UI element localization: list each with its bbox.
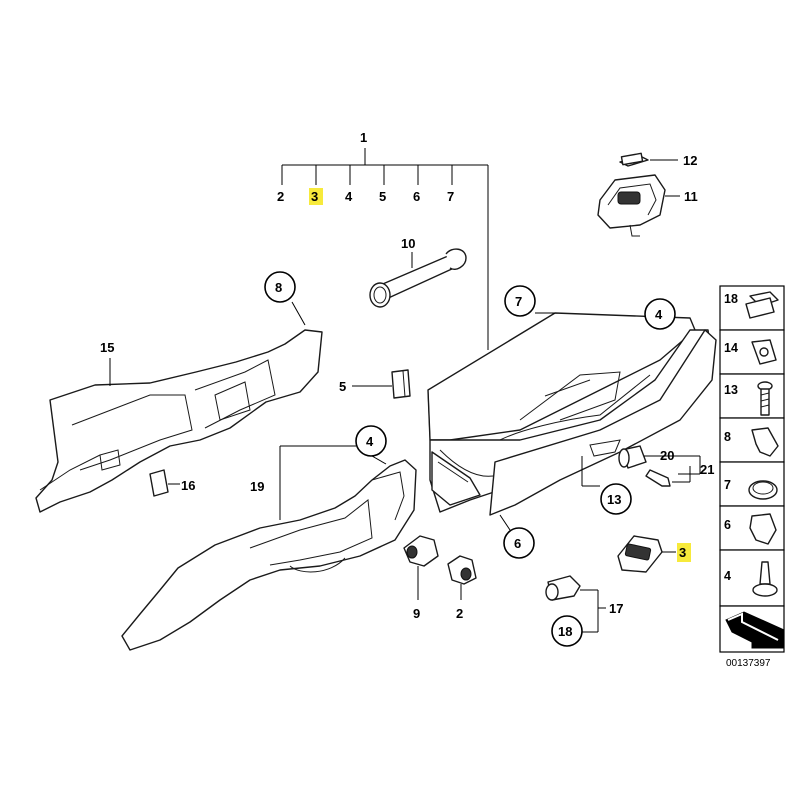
part-12-clip: [619, 152, 678, 167]
callout-circle-18: [551, 615, 583, 647]
label-20: 20: [660, 448, 674, 463]
label-5: 5: [379, 189, 386, 204]
part-5-cap: [352, 369, 411, 399]
arrow-icon: [725, 611, 785, 649]
part-17-bumper: [545, 575, 606, 633]
callout-4a: 4: [366, 434, 374, 449]
label-16: 16: [181, 478, 195, 493]
buffer-icon: [759, 561, 771, 585]
callout-18: 18: [558, 624, 572, 639]
sidebar-item-4: 4: [724, 569, 731, 583]
callout-circle-8: [264, 271, 296, 303]
bracket-icon: [751, 427, 779, 457]
part-19-lower-panel: [121, 445, 417, 651]
highlight-3: [309, 188, 323, 205]
sidebar-item-18: 18: [724, 292, 738, 306]
sidebar-item-8: 8: [724, 430, 731, 444]
part-9-sensor: [403, 535, 439, 600]
callout-6: 6: [514, 536, 521, 551]
plug-icon: [748, 480, 778, 500]
label-3: 3: [311, 189, 318, 204]
label-5b: 5: [339, 379, 346, 394]
callout-circle-13: [600, 483, 632, 515]
sidebar-item-7: 7: [724, 478, 731, 492]
label-10: 10: [401, 236, 415, 251]
sidebar-item-13: 13: [724, 383, 738, 397]
label-6: 6: [413, 189, 420, 204]
callout-13: 13: [607, 492, 621, 507]
part-20-lock-cylinder: [618, 445, 701, 487]
label-9: 9: [413, 606, 420, 621]
label-3b: 3: [679, 545, 686, 560]
callout-circle-7: [504, 285, 536, 317]
label-15: 15: [100, 340, 114, 355]
sidebar-parts-list: [719, 285, 785, 653]
label-1: 1: [360, 130, 367, 145]
label-4: 4: [345, 189, 353, 204]
part-3-switch: [617, 535, 676, 573]
label-12: 12: [683, 153, 697, 168]
label-2: 2: [277, 189, 284, 204]
part-16-clip: [149, 469, 180, 497]
label-19: 19: [250, 479, 264, 494]
part-2-sensor: [447, 555, 477, 600]
reference-code: 00137397: [726, 658, 771, 669]
label-11: 11: [684, 189, 698, 204]
part-glovebox-assembly: [427, 312, 717, 531]
callout-7: 7: [515, 294, 522, 309]
callout-4b: 4: [655, 307, 663, 322]
label-2b: 2: [456, 606, 463, 621]
sidebar-item-6: 6: [724, 518, 731, 532]
label-21: 21: [700, 462, 714, 477]
highlight-3b: [677, 543, 691, 562]
callout-8: 8: [275, 280, 282, 295]
sidebar-item-14: 14: [724, 341, 738, 355]
group-1-bracket: [281, 148, 489, 350]
part-15-trim-panel: [35, 329, 323, 513]
callout-circle-4b: [644, 298, 676, 330]
part-10-tube: [369, 248, 467, 308]
callout-circle-6: [503, 527, 535, 559]
callout-circle-4a: [355, 425, 387, 457]
part-11-lock: [597, 174, 680, 237]
label-17: 17: [609, 601, 623, 616]
label-7: 7: [447, 189, 454, 204]
spring-clip-icon: [749, 513, 777, 545]
